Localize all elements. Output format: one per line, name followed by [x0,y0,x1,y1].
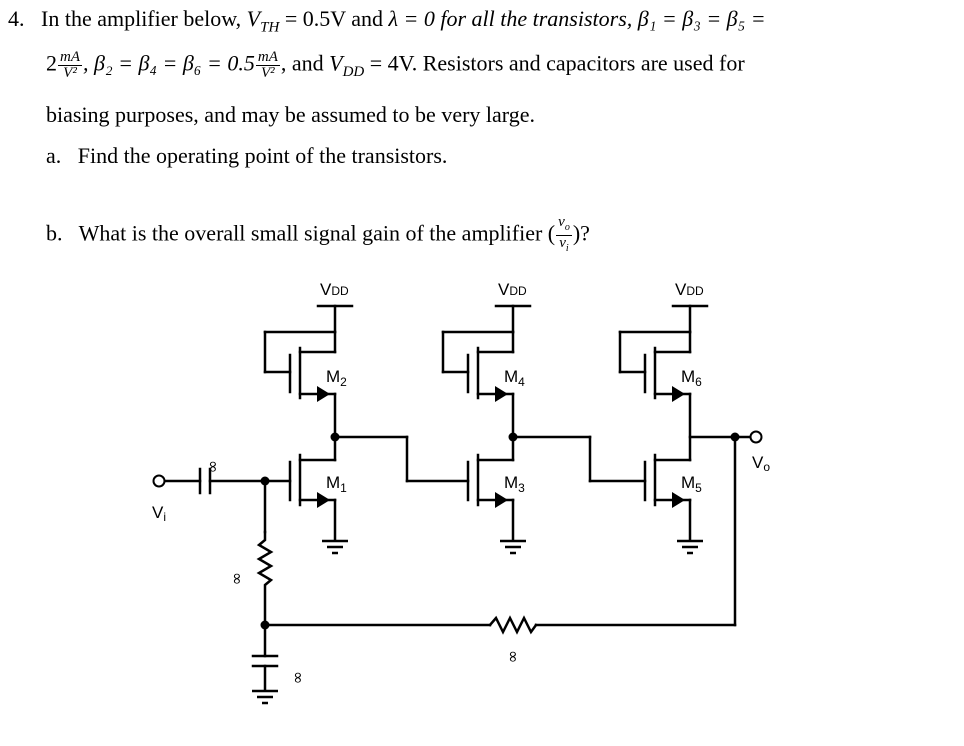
lambda-text: λ = 0 for all the transistors, [388,6,633,31]
part-a-label: a. [46,143,62,168]
problem-line-3: biasing purposes, and may be assumed to … [46,102,535,127]
vdd-subscript: DD [342,63,365,80]
problem-line-1: 4. In the amplifier below, VTH = 0.5V an… [8,6,766,36]
part-b: b. What is the overall small signal gain… [46,215,590,256]
beta-odd: β₁ = β₃ = β₅ = [637,6,766,31]
part-b-text: What is the overall small signal gain of… [78,220,556,246]
transistor-label-m4: M4 [504,367,525,389]
vdd-label-1: VDD [320,280,349,299]
input-label: Vi [152,503,166,524]
vth-symbol: V [246,6,261,31]
beta-even: , β₂ = β₄ = β₆ = 0.5 [83,50,255,76]
transistor-label-m1: M1 [326,473,347,495]
infinity-input-cap: ∞ [204,460,223,473]
transistor-label-m2: M2 [326,367,347,389]
output-terminal [749,430,763,444]
transistor-label-m6: M6 [681,367,702,389]
transistor-label-m3: M3 [504,473,525,495]
vdd-symbol: V [329,50,343,76]
beta-odd-coef: 2 [46,50,57,76]
part-a: a. Find the operating point of the trans… [46,143,447,169]
vdd-and: , and [280,50,324,76]
problem-number: 4. [8,6,25,31]
part-b-label: b. [46,220,63,246]
infinity-bias-resistor: ∞ [228,572,247,585]
vdd-value: = 4V. Resistors and capacitors are used … [369,50,745,76]
vdd-label-2: VDD [498,280,527,299]
intro-text: In the amplifier below, [41,6,242,31]
vdd-label-3: VDD [675,280,704,299]
vth-subscript: TH [260,19,280,36]
transistor-label-m5: M5 [681,473,702,495]
vth-value: = 0.5V and [284,6,383,31]
infinity-feedback-resistor: ∞ [504,650,523,663]
part-a-text: Find the operating point of the transist… [77,143,448,168]
part-b-end: )? [572,220,590,246]
input-terminal [152,474,166,488]
output-label: Vo [752,453,770,474]
infinity-bypass-cap: ∞ [289,671,308,684]
